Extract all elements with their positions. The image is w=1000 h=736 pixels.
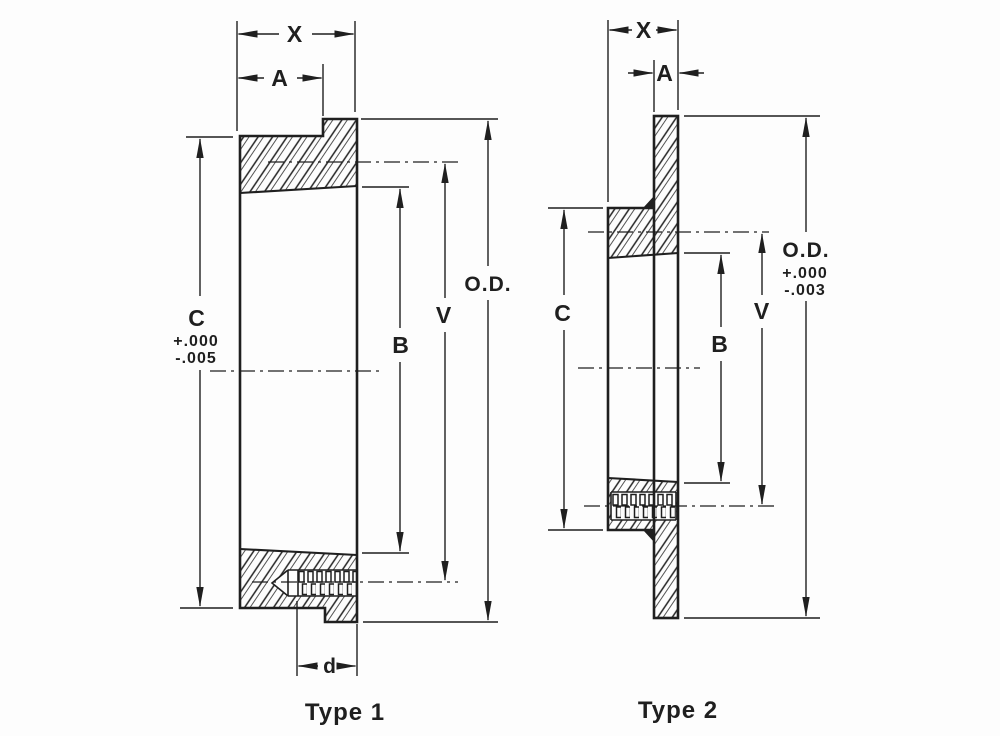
- type1-bore-line-top: [239, 184, 358, 195]
- type2-dim-label-od-tol-minus: -.003: [784, 282, 825, 299]
- type2-dim-label-od: O.D.: [782, 239, 829, 262]
- type1-dim-d: d: [296, 601, 358, 678]
- type2-dim-label-od-tol-plus: +.000: [782, 265, 827, 282]
- type1-dim-a: A: [237, 64, 324, 116]
- type2-dim-label-a: A: [656, 60, 674, 86]
- type1-dim-label-od: O.D.: [464, 273, 511, 296]
- type1-top-section-hatch: [240, 119, 357, 193]
- type2-dim-c: C: [548, 207, 603, 531]
- type2-weld-bead-top: [643, 196, 654, 208]
- type1-dim-label-c-tol-minus: -.005: [175, 350, 216, 367]
- type1-dim-b: B: [362, 186, 410, 554]
- type1-view: X A C +.000 -.005 B: [173, 21, 511, 726]
- type1-thread-symbol: [298, 570, 358, 596]
- type1-dim-label-d: d: [323, 655, 337, 678]
- type1-dim-label-a: A: [271, 65, 289, 91]
- type2-dim-label-c: C: [554, 300, 572, 326]
- type1-dim-od: O.D.: [361, 118, 511, 623]
- type2-dim-x: X: [607, 17, 679, 202]
- type2-dim-v: V: [754, 232, 770, 506]
- type2-weld-bead-bottom: [643, 530, 654, 542]
- type2-dim-label-v: V: [754, 298, 770, 324]
- type1-dim-label-c: C: [188, 305, 206, 331]
- type1-outline: [238, 117, 359, 624]
- type1-caption: Type 1: [305, 699, 385, 726]
- type2-caption: Type 2: [638, 697, 718, 724]
- type1-dim-label-v: V: [436, 302, 452, 328]
- type1-dim-label-b: B: [392, 332, 410, 358]
- type2-dim-label-b: B: [711, 331, 729, 357]
- type2-top-section-hatch: [608, 116, 678, 258]
- type2-dim-label-x: X: [636, 17, 652, 43]
- type2-bore-line-bottom: [607, 476, 679, 484]
- type2-hub-outline: [606, 206, 654, 532]
- type1-dim-x: X: [236, 21, 356, 131]
- type2-dim-a: A: [628, 60, 704, 112]
- type1-dim-v: V: [436, 162, 452, 582]
- type2-dim-b: B: [684, 252, 730, 484]
- type1-dim-label-c-tol-plus: +.000: [173, 333, 218, 350]
- type2-bore-line-top: [607, 251, 679, 260]
- type2-plate-outline: [652, 114, 680, 620]
- type1-dim-c: C +.000 -.005: [173, 136, 233, 609]
- type1-tapped-hole-outline: [270, 569, 358, 597]
- type2-view: X A C B V: [548, 17, 829, 724]
- type2-dim-od: O.D. +.000 -.003: [684, 115, 829, 619]
- type1-bore-line-bottom: [239, 547, 358, 557]
- type1-dim-label-x: X: [287, 21, 303, 47]
